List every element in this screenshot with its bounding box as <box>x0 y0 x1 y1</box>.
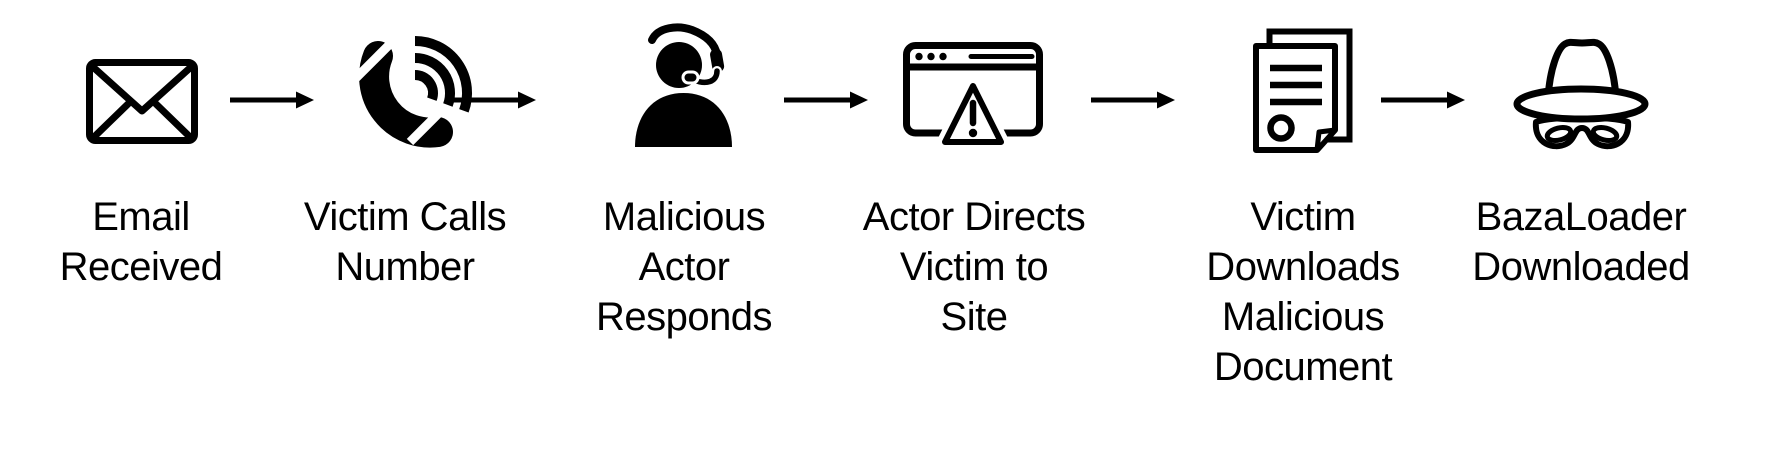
envelope-icon <box>86 59 198 144</box>
spy-incognito-icon-svg <box>1513 38 1649 150</box>
step-label-victim-calls-number: Victim Calls Number <box>303 195 507 289</box>
step-label-victim-downloads-malicious-document: Victim Downloads Malicious Document <box>1206 195 1400 389</box>
flow-arrow-1 <box>228 89 316 116</box>
step-label-email-received: Email Received <box>59 195 223 289</box>
flow-arrow-3 <box>782 89 870 116</box>
document-pages-icon-svg <box>1253 28 1353 153</box>
step-label-bazaloader-downloaded: BazaLoader Downloaded <box>1472 195 1690 289</box>
envelope-icon-svg <box>86 59 198 144</box>
flow-arrow-2 <box>450 89 538 116</box>
document-pages-icon <box>1252 28 1353 154</box>
step-label-actor-directs-victim-to-site: Actor Directs Victim to Site <box>862 195 1086 339</box>
call-agent-headset-icon <box>632 21 735 148</box>
step-label-malicious-actor-responds: Malicious Actor Responds <box>595 195 773 339</box>
browser-warning-icon <box>903 42 1043 150</box>
flow-arrow-4 <box>1089 89 1177 116</box>
browser-warning-icon-svg <box>903 42 1043 150</box>
spy-incognito-icon <box>1512 38 1650 156</box>
call-agent-headset-icon-svg <box>635 21 732 147</box>
flow-arrow-5 <box>1379 89 1467 116</box>
